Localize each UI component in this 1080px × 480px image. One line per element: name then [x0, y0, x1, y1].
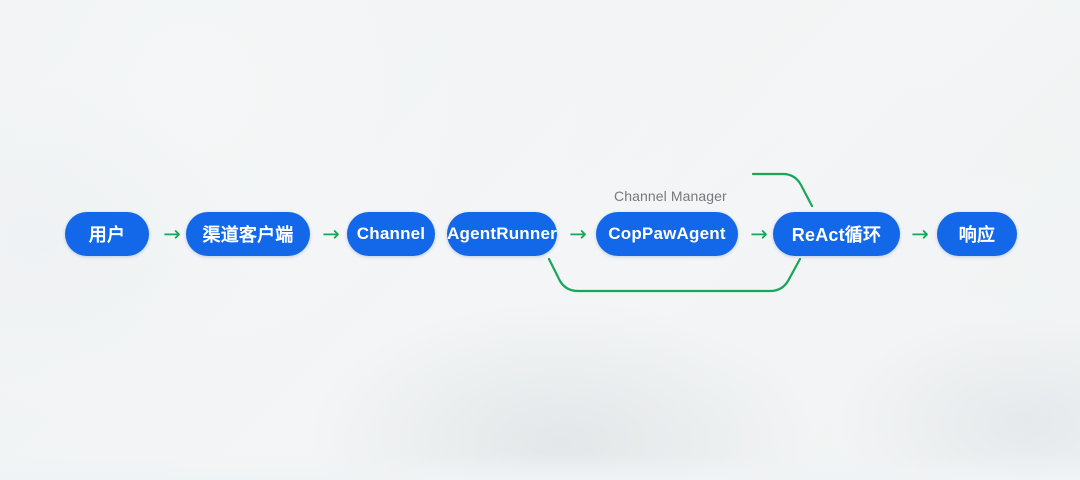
node-agent-runner-label: AgentRunner: [447, 224, 557, 243]
group-label-channel-manager: Channel Manager: [614, 188, 727, 204]
arrow-coppaw-agent-to-react-loop: →: [750, 222, 768, 246]
node-coppaw-agent[interactable]: CopPawAgent: [596, 212, 738, 256]
arrow-react-loop-to-response: →: [911, 222, 929, 246]
arrow-user-to-channel-client: →: [163, 222, 181, 246]
node-response-label: 响应: [958, 225, 996, 245]
node-react-loop-label: ReAct循环: [791, 225, 882, 245]
node-response[interactable]: 响应: [937, 212, 1017, 256]
node-channel-label: Channel: [356, 224, 426, 243]
react-loop-inbound-top-connector: [751, 172, 814, 208]
node-agent-runner[interactable]: AgentRunner: [447, 212, 557, 256]
node-channel-client-label: 渠道客户端: [202, 225, 294, 245]
node-coppaw-agent-label: CopPawAgent: [608, 224, 726, 243]
node-user-label: 用户: [88, 225, 126, 245]
arrow-channel-client-to-channel: →: [322, 222, 340, 246]
node-react-loop[interactable]: ReAct循环: [773, 212, 900, 256]
react-loop-feedback-bottom-connector: [547, 257, 802, 293]
node-channel[interactable]: Channel: [347, 212, 435, 256]
node-channel-client[interactable]: 渠道客户端: [186, 212, 310, 256]
arrow-agent-runner-to-coppaw-agent: →: [569, 222, 587, 246]
node-user[interactable]: 用户: [65, 212, 149, 256]
